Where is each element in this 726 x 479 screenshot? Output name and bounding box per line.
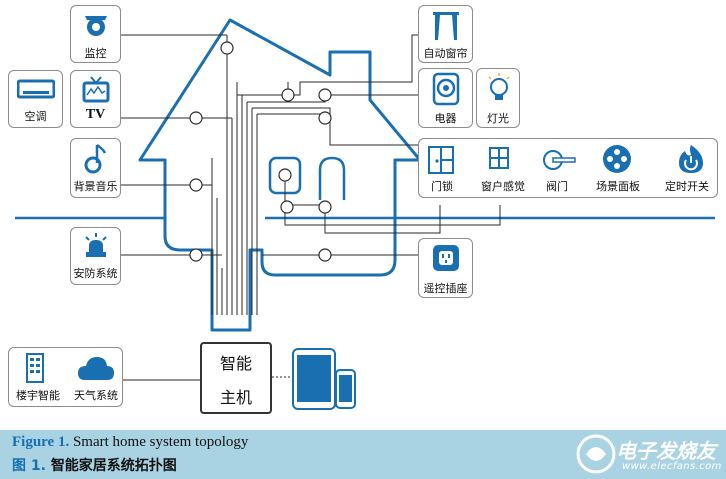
- house-outline: [138, 18, 422, 332]
- building-icon: [26, 353, 44, 383]
- label-window-sensor: 窗户感觉: [481, 180, 525, 193]
- valve-icon: [543, 150, 576, 170]
- label-remote-socket: 遥控插座: [423, 282, 468, 295]
- label-valve: 阀门: [546, 180, 568, 193]
- device-panel-group: 门锁 窗户感觉 阀门 场景面板 定时开关: [418, 138, 718, 198]
- label-monitor: 监控: [84, 47, 107, 60]
- tablet-phone-icon: [292, 348, 356, 410]
- caption-chinese: 图 1. 智能家居系统拓扑图: [12, 455, 177, 475]
- label-door-lock: 门锁: [431, 180, 453, 193]
- device-remote-socket: 遥控插座: [418, 238, 473, 298]
- house-door: [318, 156, 346, 200]
- device-light: 灯光: [476, 68, 520, 128]
- music-note-icon: [84, 143, 107, 174]
- caption-cn-number: 图 1.: [12, 458, 46, 474]
- device-security: 安防系统: [70, 227, 121, 285]
- caption-cn-text: 智能家居系统拓扑图: [50, 458, 177, 474]
- wiring-layer: [15, 18, 715, 381]
- caption-english: Figure 1. Smart home system topology: [12, 434, 248, 451]
- curtain-icon: [433, 12, 459, 40]
- label-timer-switch: 定时开关: [665, 180, 709, 193]
- label-light: 灯光: [487, 112, 509, 125]
- window-sensor-icon: [489, 147, 509, 169]
- label-appliance: 电器: [434, 112, 457, 125]
- alarm-siren-icon: [85, 233, 107, 257]
- air-conditioner-icon: [17, 79, 55, 99]
- junction-nodes: [189, 41, 332, 262]
- label-music: 背景音乐: [73, 180, 118, 193]
- device-monitor: 监控: [70, 5, 121, 63]
- device-tv: TV: [70, 70, 121, 128]
- label-weather: 天气系统: [74, 389, 118, 402]
- label-ac: 空调: [24, 110, 47, 123]
- topology-diagram: 监控 空调 TV 背景音乐: [8, 5, 718, 414]
- watermark-url: www.elecfans.com: [622, 461, 722, 472]
- door-lock-icon: [428, 146, 454, 174]
- camera-icon: [85, 16, 107, 36]
- hub-label-line1: 智能: [219, 354, 252, 373]
- label-building-smart: 楼宇智能: [16, 389, 60, 402]
- tv-icon: [82, 76, 110, 103]
- caption-en-number: Figure 1.: [12, 434, 70, 450]
- label-scene-panel: 场景面板: [596, 180, 640, 193]
- smart-hub: 智能 主机: [200, 342, 272, 414]
- power-timer-icon: [679, 145, 703, 173]
- device-ac: 空调: [8, 70, 63, 128]
- device-curtain: 自动窗帘: [418, 5, 473, 63]
- device-external-group: 楼宇智能 天气系统: [8, 347, 123, 407]
- watermark-title: 电子发烧友: [616, 439, 716, 463]
- cloud-icon: [78, 357, 114, 380]
- watermark-logo-icon: [576, 434, 616, 474]
- device-music: 背景音乐: [70, 138, 121, 198]
- scene-panel-icon: [603, 145, 631, 173]
- caption-en-text: Smart home system topology: [72, 434, 249, 450]
- socket-icon: [433, 245, 459, 271]
- hub-label-line2: 主机: [219, 388, 252, 407]
- device-appliance: 电器: [418, 68, 473, 128]
- bulb-icon: [488, 73, 510, 100]
- label-tv: TV: [85, 107, 106, 122]
- appliance-icon: [432, 72, 460, 106]
- label-curtain: 自动窗帘: [423, 47, 468, 60]
- label-security: 安防系统: [73, 267, 118, 280]
